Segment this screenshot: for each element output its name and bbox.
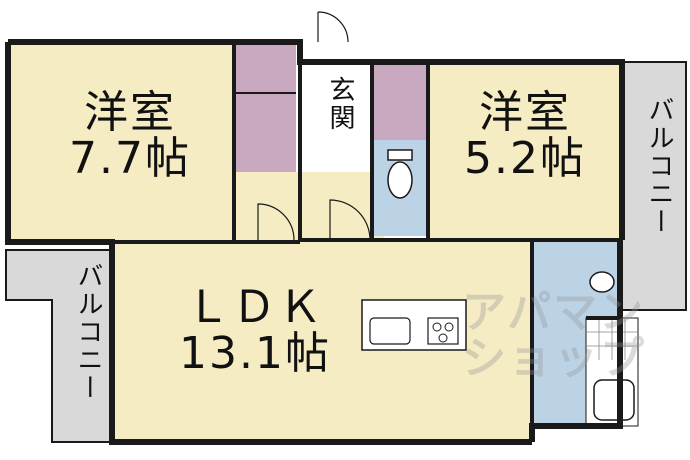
watermark: アパマン ショップ (462, 287, 646, 385)
western-room-1-label: 洋室 7.7帖 (40, 87, 220, 185)
ldk-size: 13.1帖 (179, 328, 331, 380)
entrance-label: 玄関 (325, 76, 355, 132)
burner-icon (432, 322, 442, 332)
toilet-icon (387, 161, 413, 199)
western-room-1-size: 7.7帖 (69, 133, 191, 185)
door-swings (257, 11, 371, 241)
watermark-line2: ショップ (462, 333, 646, 385)
closet-2 (372, 62, 428, 140)
balcony-right-label: バルコニー (644, 96, 674, 236)
inner-walls (8, 42, 622, 426)
burner-icon (438, 333, 448, 343)
entrance (300, 62, 372, 152)
toilet-tank-icon (387, 149, 413, 161)
watermark-line1: アパマン (462, 287, 646, 338)
western-room-1 (8, 42, 234, 242)
hall (234, 172, 384, 242)
bath-tile-grid (586, 318, 638, 360)
ldk-name: ＬＤＫ (186, 282, 324, 333)
closet-1-divider (234, 92, 296, 94)
stove-icon (427, 317, 459, 345)
western-room-2 (430, 62, 622, 240)
balcony-left-label: バルコニー (73, 262, 103, 402)
bathtub-icon (593, 379, 635, 421)
western-room-2-label: 洋室 5.2帖 (440, 87, 610, 185)
closet-1 (234, 42, 296, 172)
balcony-right (621, 61, 687, 311)
kitchen-sink-icon (369, 317, 411, 345)
western-room-2-size: 5.2帖 (464, 133, 586, 185)
western-room-1-name: 洋室 (84, 87, 176, 138)
ldk-label: ＬＤＫ 13.1帖 (150, 282, 360, 380)
sink-icon (589, 271, 615, 293)
burner-icon (444, 322, 454, 332)
western-room-2-name: 洋室 (479, 87, 571, 138)
